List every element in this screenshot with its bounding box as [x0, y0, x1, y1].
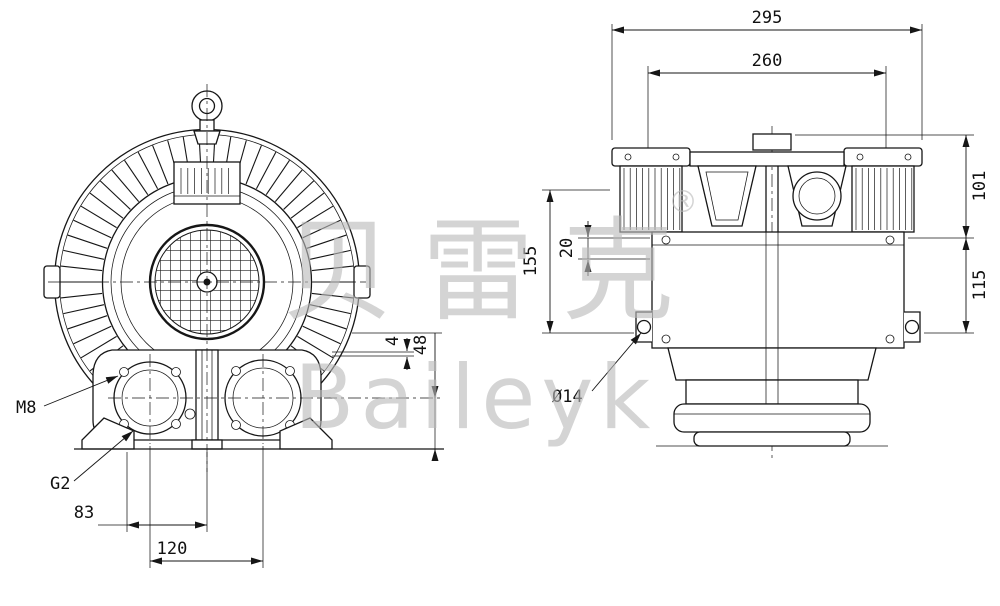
dim-115-label: 115: [970, 270, 990, 301]
dim-20-label: 20: [557, 238, 577, 258]
watermark: 贝雷克 ® Baileyk: [282, 185, 702, 449]
watermark-cjk: 贝雷克: [282, 207, 702, 337]
top-manifold: [689, 151, 845, 167]
mount-hole-14-right: [904, 319, 920, 335]
dim-dia14-label: Ø14: [552, 387, 583, 407]
left-funnel: [697, 165, 757, 227]
dim-48-label: 48: [411, 335, 431, 355]
dim-4-label: 4: [383, 336, 403, 346]
mount-hole-14: [636, 319, 652, 335]
dim-g2-label: G2: [50, 474, 70, 494]
dim-120-label: 120: [157, 539, 188, 559]
dim-295-label: 295: [752, 8, 783, 28]
flange-bolt-hole: [119, 367, 129, 377]
dim-dia14-leader: [591, 332, 642, 392]
dim-g2-leader: [73, 430, 134, 482]
silencer-left-fins: [623, 168, 681, 230]
flange-bolt-hole: [231, 366, 241, 376]
dim-83-label: 83: [74, 503, 94, 523]
intake-opening: [792, 171, 842, 221]
side-view: [611, 126, 923, 458]
dim-m8-label: M8: [16, 398, 36, 418]
silencer-right-fins: [855, 168, 913, 230]
base-flange: [673, 403, 871, 433]
lifting-lug: [752, 133, 792, 151]
flange-bolt-hole: [171, 367, 181, 377]
dim-260-label: 260: [752, 51, 783, 71]
dim-155-label: 155: [521, 246, 541, 277]
front-view-dimensions: M8 G2 83 120 4 48: [16, 332, 442, 568]
dim-m8-leader: [43, 375, 119, 407]
front-view: [43, 84, 444, 472]
flange-bolt-hole: [171, 419, 181, 429]
side-view-dimensions: 295 260 101 115 155 20 Ø14: [521, 8, 990, 407]
watermark-registered-icon: ®: [668, 185, 698, 220]
watermark-latin: Baileyk: [294, 346, 656, 449]
flange-bolt-hole: [231, 420, 241, 430]
drain-hole: [184, 408, 196, 420]
lower-block: [685, 379, 859, 405]
dim-101-label: 101: [970, 171, 990, 202]
silencer-right-body: [851, 165, 915, 233]
base-pad: [693, 431, 851, 447]
lower-taper: [667, 347, 877, 381]
flange-bolt-hole: [285, 366, 295, 376]
